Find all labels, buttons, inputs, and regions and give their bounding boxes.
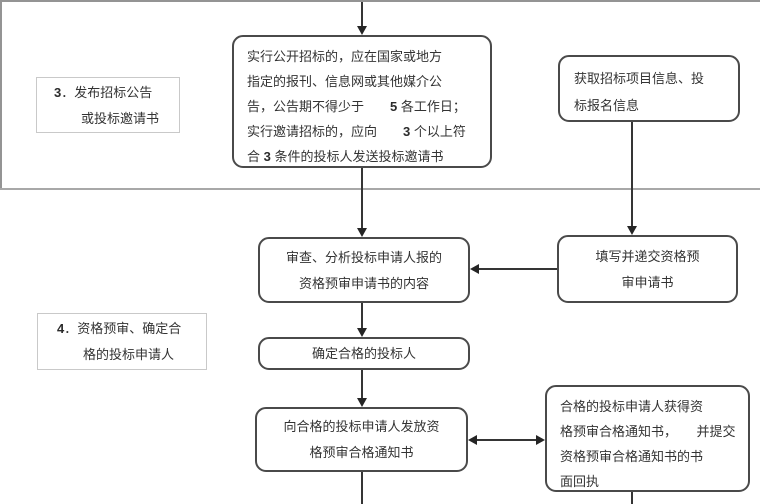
review-application-line1: 审查、分析投标申请人报的 [285,250,442,265]
connector-obtain-to-fill [631,122,633,228]
connector-review-to-determine [361,303,363,330]
publish-notice-line2: 指定的报刊、信息网或其他媒介公 [247,74,443,89]
issue-notice-line2: 格预审合格通知书 [309,445,414,460]
frame-top-line [0,0,760,2]
step-label-3-line2: 或投标邀请书 [81,111,160,126]
obtain-info-line1: 获取招标项目信息、投 [574,71,705,86]
phase-divider-line [0,188,760,190]
connector-fill-to-review [478,268,557,270]
arrow-head-into-fill [627,226,637,235]
step-label-3: 3．发布招标公告 或投标邀请书 [36,77,180,133]
fill-submit-line2: 审申请书 [621,275,674,290]
arrow-head-toward-receive [536,435,545,445]
arrow-head-fill-to-review [470,264,479,274]
obtain-info-line2: 标报名信息 [574,98,640,113]
box-determine-qualified: 确定合格的投标人 [258,337,470,370]
box-receive-notice: 合格的投标申请人获得资 格预审合格通知书， 并提交 资格预审合格通知书的书 面回… [545,385,750,492]
box-fill-submit-application: 填写并递交资格预 审申请书 [557,235,738,303]
receive-notice-line2: 格预审合格通知书， 并提交 [560,424,736,439]
connector-issue-to-bottom [361,472,363,504]
receive-notice-line1: 合格的投标申请人获得资 [560,399,704,414]
frame-left-line [0,0,2,189]
connector-publish-to-review [361,168,363,230]
connector-receive-to-bottom [631,492,633,504]
publish-notice-line1: 实行公开招标的，应在国家或地方 [247,49,443,64]
connector-top-to-publish [361,2,363,28]
publish-notice-line3: 告，公告期不得少于 5 各工作日； [247,99,466,114]
receive-notice-line4: 面回执 [560,474,600,489]
step-label-3-line1: 3．发布招标公告 [54,85,153,100]
determine-qualified-line1: 确定合格的投标人 [311,346,416,361]
step-label-4-line2: 格的投标申请人 [83,347,175,362]
box-review-application: 审查、分析投标申请人报的 资格预审申请书的内容 [258,237,470,303]
box-obtain-info: 获取招标项目信息、投 标报名信息 [558,55,740,122]
arrow-head-into-determine [357,328,367,337]
fill-submit-line1: 填写并递交资格预 [595,249,700,264]
arrow-head-into-publish [357,26,367,35]
arrow-head-toward-issue [468,435,477,445]
publish-notice-line4: 实行邀请招标的，应向 3 个以上符 [247,124,466,139]
box-publish-notice: 实行公开招标的，应在国家或地方 指定的报刊、信息网或其他媒介公 告，公告期不得少… [232,35,492,168]
step-label-4-line1: 4．资格预审、确定合 [57,321,182,336]
box-issue-notice: 向合格的投标申请人发放资 格预审合格通知书 [255,407,468,472]
connector-issue-receive [476,439,537,441]
publish-notice-line5: 合 3 条件的投标人发送投标邀请书 [247,149,444,164]
step-label-4: 4．资格预审、确定合 格的投标申请人 [37,313,207,370]
receive-notice-line3: 资格预审合格通知书的书 [560,449,704,464]
arrow-head-into-issue [357,398,367,407]
issue-notice-line1: 向合格的投标申请人发放资 [283,419,440,434]
connector-determine-to-issue [361,370,363,400]
arrow-head-into-review [357,228,367,237]
review-application-line2: 资格预审申请书的内容 [298,276,429,291]
